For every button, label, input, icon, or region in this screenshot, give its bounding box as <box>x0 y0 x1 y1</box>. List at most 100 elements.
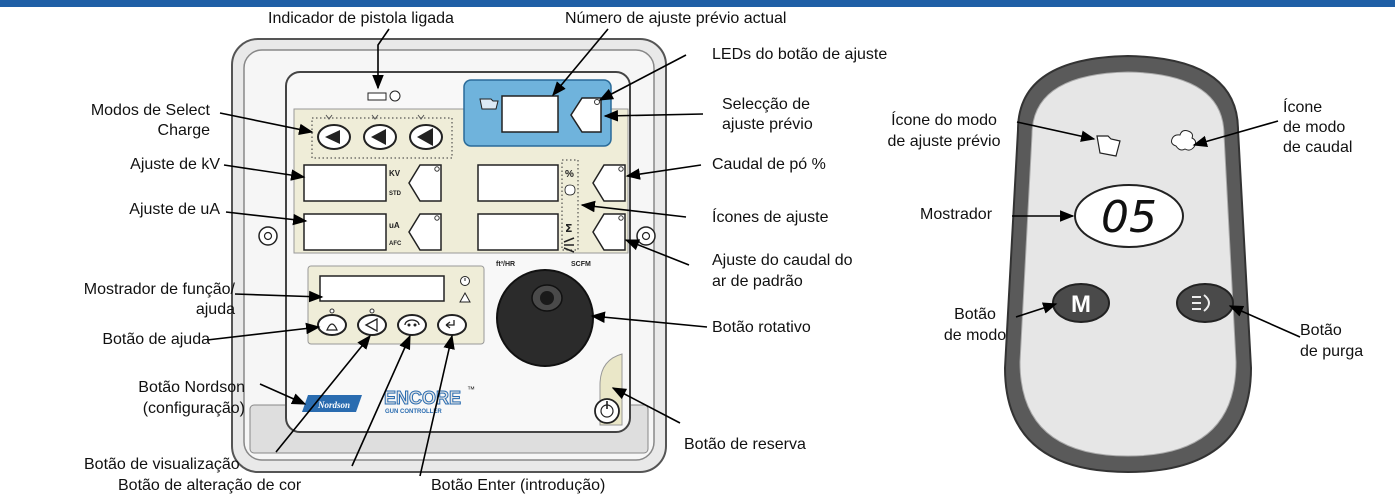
ua-display <box>303 213 387 251</box>
nordson-logo[interactable] <box>302 395 362 412</box>
standby-button[interactable] <box>594 398 620 424</box>
label-rotary-knob: Botão rotativo <box>712 319 811 336</box>
arrow-air-flow <box>624 239 690 266</box>
arrow-help <box>206 322 321 341</box>
air-flow-display <box>477 213 559 251</box>
function-help-display <box>319 275 445 302</box>
label-preset-button-leds: LEDs do botão de ajuste <box>712 46 888 63</box>
ua-button-led <box>434 215 440 221</box>
arrow-nordson <box>259 383 307 405</box>
arrow-function-display <box>234 290 324 303</box>
label-select-charge-modes-line1: Modos de Select <box>90 102 210 119</box>
encore-tm: ™ <box>467 385 475 394</box>
arrow-preset-leds <box>598 54 687 101</box>
arrow-gun-on <box>372 28 390 90</box>
label-remote-preset-icon-line1: Ícone do modo <box>891 112 997 129</box>
label-remote-flow-icon-line1: Ícone <box>1283 99 1323 116</box>
encore-subtitle: GUN CONTROLLER <box>385 409 442 415</box>
ua-label: uA <box>389 221 400 230</box>
label-remote-purge-line1: Botão <box>1300 322 1342 339</box>
label-remote-display: Mostrador <box>920 206 993 223</box>
arrow-enter <box>419 334 455 477</box>
remote-mode-button[interactable]: M <box>1052 283 1110 323</box>
remote-preset-mode-icon <box>1096 135 1121 157</box>
ua-setting-button[interactable] <box>408 213 442 251</box>
powder-flow-led <box>618 166 624 172</box>
label-kv-setting: Ajuste de kV <box>130 156 220 173</box>
remote-mode-key-label: M <box>1071 291 1091 318</box>
select-charge-button-1[interactable] <box>317 114 351 150</box>
select-charge-group <box>311 117 453 159</box>
preset-select-button[interactable] <box>570 97 602 133</box>
kv-display <box>303 164 387 202</box>
air-flow-icon <box>563 237 575 253</box>
preset-folder-icon <box>479 98 499 110</box>
timer-icon <box>460 276 470 286</box>
label-setting-icons: Ícones de ajuste <box>712 209 829 226</box>
label-nordson-button-line1: Botão Nordson <box>138 379 245 396</box>
label-color-change-button: Botão de alteração de cor <box>118 477 302 494</box>
gun-on-indicator-icon <box>367 92 387 101</box>
remote-display <box>1074 184 1184 248</box>
label-view-button: Botão de visualização <box>84 456 240 473</box>
flow-unit-right: SCFM <box>571 261 591 268</box>
nordson-logo-text: Nordson <box>317 400 350 410</box>
setting-icons-group <box>561 159 579 251</box>
arrow-preset-number <box>552 28 609 97</box>
color-change-button[interactable] <box>397 314 427 336</box>
gun-controller: KV STD uA AFC % Σ ft³/HR SCFM <box>231 38 667 473</box>
enter-button[interactable] <box>437 314 467 336</box>
air-flow-button[interactable] <box>592 213 626 251</box>
label-preset-selection-line2: ajuste prévio <box>722 116 813 133</box>
left-screw <box>258 226 278 246</box>
label-ua-setting: Ajuste de uA <box>129 201 220 218</box>
remote-purge-button[interactable] <box>1176 283 1234 323</box>
arrow-standby <box>611 387 681 424</box>
label-standby-button: Botão de reserva <box>684 436 806 453</box>
view-button[interactable] <box>357 308 387 336</box>
preset-number-display <box>501 95 559 133</box>
flow-cloud-icon <box>564 184 576 196</box>
powder-flow-display <box>477 164 559 202</box>
label-preset-selection-line1: Selecção de <box>722 96 811 113</box>
arrow-powder-flow <box>625 164 702 180</box>
label-remote-purge-line2: de purga <box>1300 343 1364 360</box>
label-remote-preset-icon-line2: de ajuste prévio <box>887 133 1001 150</box>
gun-handheld: 05 M <box>1003 54 1253 474</box>
gun-on-indicator-led <box>389 90 401 102</box>
arrow-rotary-knob <box>590 311 708 328</box>
arrow-kv <box>223 164 306 181</box>
afc-label: AFC <box>389 241 402 247</box>
arrow-remote-flow <box>1192 120 1279 147</box>
kv-label: KV <box>389 169 401 178</box>
sigma-icon: Σ <box>565 222 573 235</box>
arrow-remote-preset <box>1016 121 1096 142</box>
powder-flow-button[interactable] <box>592 164 626 202</box>
alert-bell-icon <box>459 291 471 303</box>
encore-brand: ENCORE <box>384 388 461 408</box>
callout-arrows <box>206 28 1301 477</box>
label-current-preset-number: Número de ajuste prévio actual <box>565 10 787 27</box>
arrow-remote-mode <box>1015 302 1058 318</box>
label-function-display-line1: Mostrador de função/ <box>83 281 235 298</box>
preset-button-led <box>594 99 600 105</box>
label-help-button: Botão de ajuda <box>102 331 210 348</box>
air-flow-led <box>618 215 624 221</box>
arrow-remote-purge <box>1228 305 1301 338</box>
right-screw <box>636 226 656 246</box>
select-charge-button-2[interactable] <box>363 114 397 150</box>
label-remote-flow-icon-line3: de caudal <box>1283 139 1353 156</box>
kv-setting-button[interactable] <box>408 164 442 202</box>
label-air-flow-line2: ar de padrão <box>712 273 803 290</box>
handheld-face <box>1019 71 1237 457</box>
label-select-charge-modes-line2: Charge <box>157 122 210 139</box>
remote-flow-mode-icon <box>1171 130 1197 151</box>
flow-unit-left: ft³/HR <box>496 261 515 268</box>
label-nordson-button-line2: (configuração) <box>142 400 245 417</box>
label-air-flow-line1: Ajuste do caudal do <box>712 252 853 269</box>
arrow-select-charge <box>219 112 314 136</box>
label-gun-on-indicator: Indicador de pistola ligada <box>268 10 454 27</box>
label-powder-flow: Caudal de pó % <box>712 156 826 173</box>
select-charge-button-3[interactable] <box>409 114 443 150</box>
rotary-knob[interactable] <box>496 269 594 367</box>
